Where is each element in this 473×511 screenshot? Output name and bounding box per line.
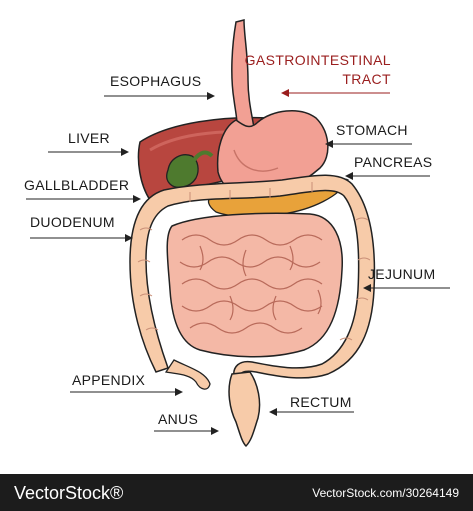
label-gallbladder: GALLBLADDER	[24, 177, 130, 193]
digestive-system-illustration	[26, 19, 450, 448]
label-rectum: RECTUM	[290, 394, 352, 410]
esophagus-shape	[231, 19, 255, 129]
appendix-shape	[164, 359, 211, 390]
label-stomach: STOMACH	[336, 122, 408, 138]
small-intestine-shape	[166, 212, 343, 358]
stomach-fold	[233, 149, 279, 172]
label-anus: ANUS	[158, 411, 199, 427]
watermark-footer: VectorStock® VectorStock.com/30264149	[0, 474, 473, 511]
vectorstock-logo: VectorStock®	[14, 483, 124, 503]
label-liver: LIVER	[68, 130, 110, 146]
gallbladder-shape	[166, 154, 199, 189]
small-intestine-loops	[179, 234, 323, 334]
label-jejunum: JEJUNUM	[368, 266, 436, 282]
diagram-title-line1: GASTROINTESTINAL	[244, 52, 391, 68]
label-duodenum: DUODENUM	[30, 214, 115, 230]
colon-haustra	[137, 181, 371, 341]
label-esophagus: ESOPHAGUS	[110, 73, 202, 89]
label-pancreas: PANCREAS	[354, 154, 433, 170]
label-appendix: APPENDIX	[72, 372, 146, 388]
bile-duct	[192, 150, 214, 162]
digestive-system-diagram: GASTROINTESTINAL TRACT ESOPHAGUS LIVER G…	[24, 19, 450, 448]
diagram-title-line2: TRACT	[342, 71, 391, 87]
image-id-url: VectorStock.com/30264149	[312, 486, 459, 500]
stomach-shape	[216, 110, 329, 197]
rectum-shape	[228, 371, 261, 448]
